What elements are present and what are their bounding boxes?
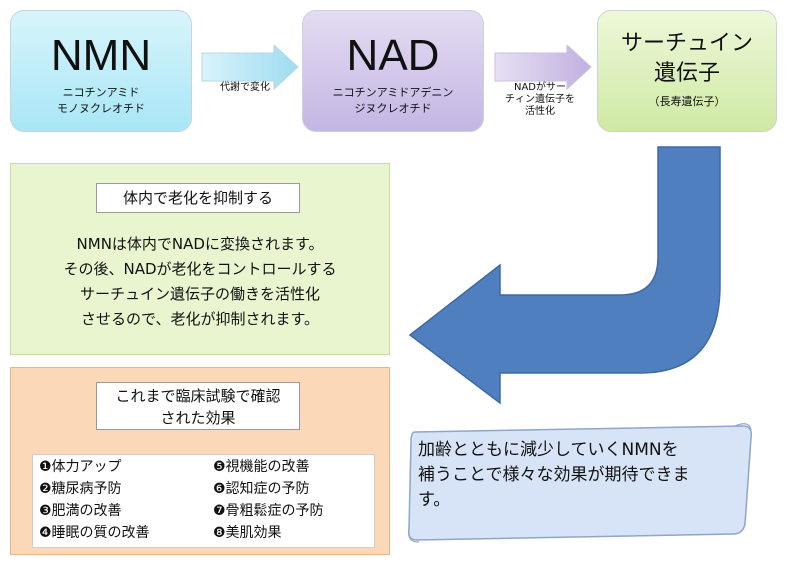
nad-title: NAD bbox=[346, 31, 440, 80]
effects-list: ❶体力アップ ❷糖尿病予防 ❸肥満の改善 ❹睡眠の質の改善 ❺視機能の改善 ❻認… bbox=[32, 454, 375, 548]
callout-line-2: 補うことで様々な効果が期待できま bbox=[418, 465, 690, 485]
effect-item: ❷糖尿病予防 bbox=[39, 481, 122, 497]
clinical-title-line-2: された効果 bbox=[160, 409, 236, 427]
aging-text-line-4: させるので、老化が抑制されます。 bbox=[81, 310, 319, 328]
effect-item: ❶体力アップ bbox=[39, 459, 122, 475]
arrow-nad-to-sirtuin bbox=[494, 45, 592, 91]
effect-item: ❼骨粗鬆症の予防 bbox=[213, 503, 324, 519]
arrow-nmn-to-nad bbox=[201, 45, 299, 91]
arrow-1-label: 代謝で変化 bbox=[220, 82, 270, 93]
nmn-subtitle: ニコチンアミド モノヌクレオチド bbox=[11, 85, 191, 117]
arrow-2-label-line-1: NADがサー bbox=[513, 82, 567, 93]
nmn-box: NMN ニコチンアミド モノヌクレオチド bbox=[10, 10, 192, 132]
nad-subtitle-line-2: ジヌクレオチド bbox=[354, 102, 432, 115]
sirtuin-title-line-2: 遺伝子 bbox=[653, 61, 720, 86]
nmn-subtitle-line-1: ニコチンアミド bbox=[62, 86, 140, 99]
scroll-callout bbox=[407, 423, 753, 543]
arrow-2-label: NADがサー チィン遺伝子を 活性化 bbox=[495, 82, 585, 118]
aging-text-line-1: NMNは体内でNADに変換されます。 bbox=[76, 235, 324, 253]
effect-item: ❺視機能の改善 bbox=[213, 459, 310, 475]
scroll-callout-text: 加齢とともに減少していくNMNを 補うことで様々な効果が期待できま す。 bbox=[418, 438, 743, 513]
aging-suppression-text: NMNは体内でNADに変換されます。 その後、NADが老化をコントロールする サ… bbox=[28, 232, 372, 332]
effect-item: ❹睡眠の質の改善 bbox=[39, 525, 150, 541]
sirtuin-title-line-1: サーチュイン bbox=[620, 31, 753, 56]
arrow-2-label-line-2: チィン遺伝子を bbox=[505, 94, 575, 105]
aging-suppression-title: 体内で老化を抑制する bbox=[96, 183, 300, 213]
nad-box: NAD ニコチンアミドアデニン ジヌクレオチド bbox=[302, 10, 484, 132]
nmn-title: NMN bbox=[50, 31, 152, 80]
effect-item: ❸肥満の改善 bbox=[39, 503, 122, 519]
sirtuin-box: サーチュイン 遺伝子 （長寿遺伝子） bbox=[597, 10, 777, 132]
u-turn-arrow bbox=[408, 146, 721, 405]
aging-text-line-2: その後、NADが老化をコントロールする bbox=[63, 260, 337, 278]
nad-subtitle: ニコチンアミドアデニン ジヌクレオチド bbox=[303, 85, 483, 117]
sirtuin-subtitle: （長寿遺伝子） bbox=[648, 95, 726, 108]
clinical-title-line-1: これまで臨床試験で確認 bbox=[115, 387, 281, 405]
effect-item: ❻認知症の予防 bbox=[213, 481, 310, 497]
nad-subtitle-line-1: ニコチンアミドアデニン bbox=[332, 86, 454, 99]
effect-item: ❽美肌効果 bbox=[213, 525, 282, 541]
arrow-2-label-line-3: 活性化 bbox=[525, 106, 555, 117]
clinical-effects-title: これまで臨床試験で確認 された効果 bbox=[96, 382, 300, 430]
nmn-subtitle-line-2: モノヌクレオチド bbox=[57, 102, 145, 115]
sirtuin-title: サーチュイン 遺伝子 bbox=[598, 29, 776, 89]
aging-text-line-3: サーチュイン遺伝子の働きを活性化 bbox=[79, 285, 320, 303]
callout-line-3: す。 bbox=[418, 490, 451, 510]
callout-line-1: 加齢とともに減少していくNMNを bbox=[418, 440, 679, 460]
